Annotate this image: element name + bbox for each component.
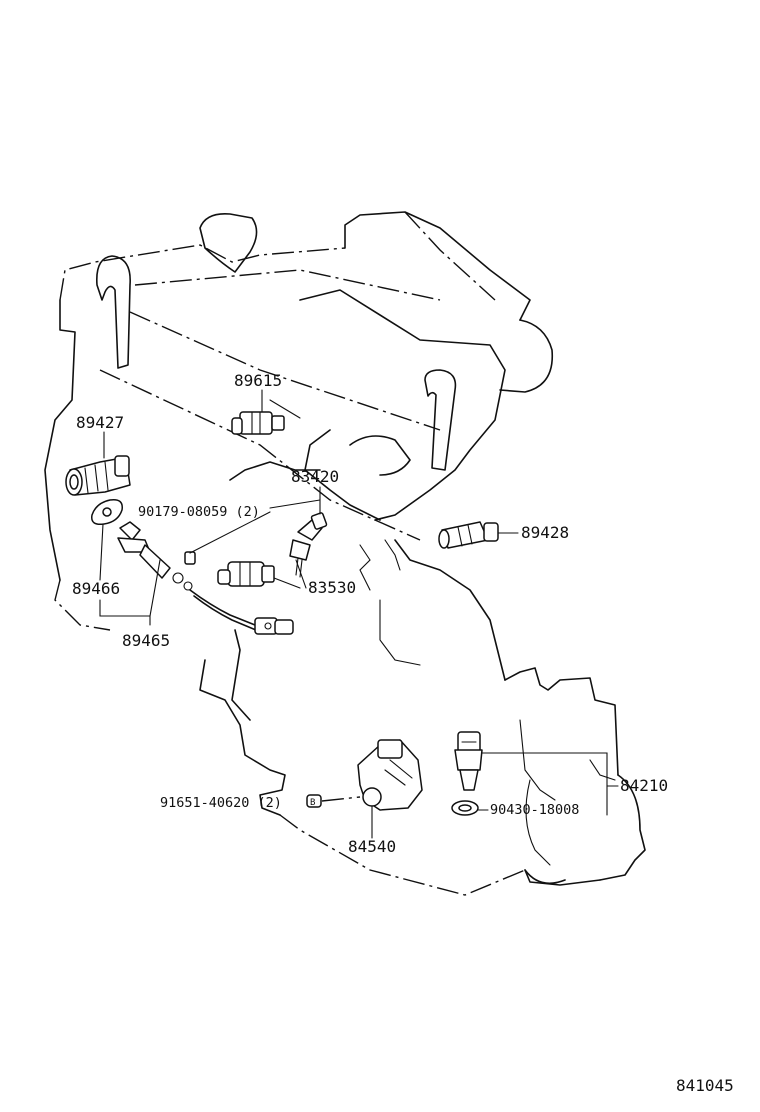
switch-84210-drawing xyxy=(454,731,483,791)
gasket-89466-drawing xyxy=(91,498,123,526)
label-89466[interactable]: 89466 xyxy=(72,579,120,598)
svg-text:B: B xyxy=(310,798,315,808)
diagram-code: 841045 xyxy=(676,1076,734,1095)
label-83420[interactable]: 83420 xyxy=(291,467,339,486)
sender-83420-drawing xyxy=(289,512,328,578)
leader-lines xyxy=(99,389,619,839)
label-91651[interactable]: 91651-40620 (2) xyxy=(160,795,282,811)
label-89465[interactable]: 89465 xyxy=(122,631,170,650)
switch-83530-drawing xyxy=(217,561,275,587)
sensor-89615-drawing xyxy=(231,411,285,435)
sensor-89427-drawing xyxy=(65,455,131,496)
bolt-91651-drawing: B xyxy=(306,794,361,808)
label-89615[interactable]: 89615 xyxy=(234,371,282,390)
label-84540[interactable]: 84540 xyxy=(348,837,396,856)
label-84210[interactable]: 84210 xyxy=(620,776,668,795)
nut-90179-drawing xyxy=(184,551,196,565)
gasket-90430-drawing xyxy=(451,800,479,816)
engine-outline xyxy=(44,211,646,896)
label-89427[interactable]: 89427 xyxy=(76,413,124,432)
sensor-89428-drawing xyxy=(438,521,499,549)
switch-84540-drawing xyxy=(357,739,423,811)
oxygen-sensor-89465-drawing xyxy=(117,521,294,635)
label-90430[interactable]: 90430-18008 xyxy=(490,802,579,818)
label-83530[interactable]: 83530 xyxy=(308,578,356,597)
label-90179[interactable]: 90179-08059 (2) xyxy=(138,504,260,520)
label-89428[interactable]: 89428 xyxy=(521,523,569,542)
part-labels: 89615 89427 83420 90179-08059 (2) 89428 … xyxy=(72,371,734,1095)
